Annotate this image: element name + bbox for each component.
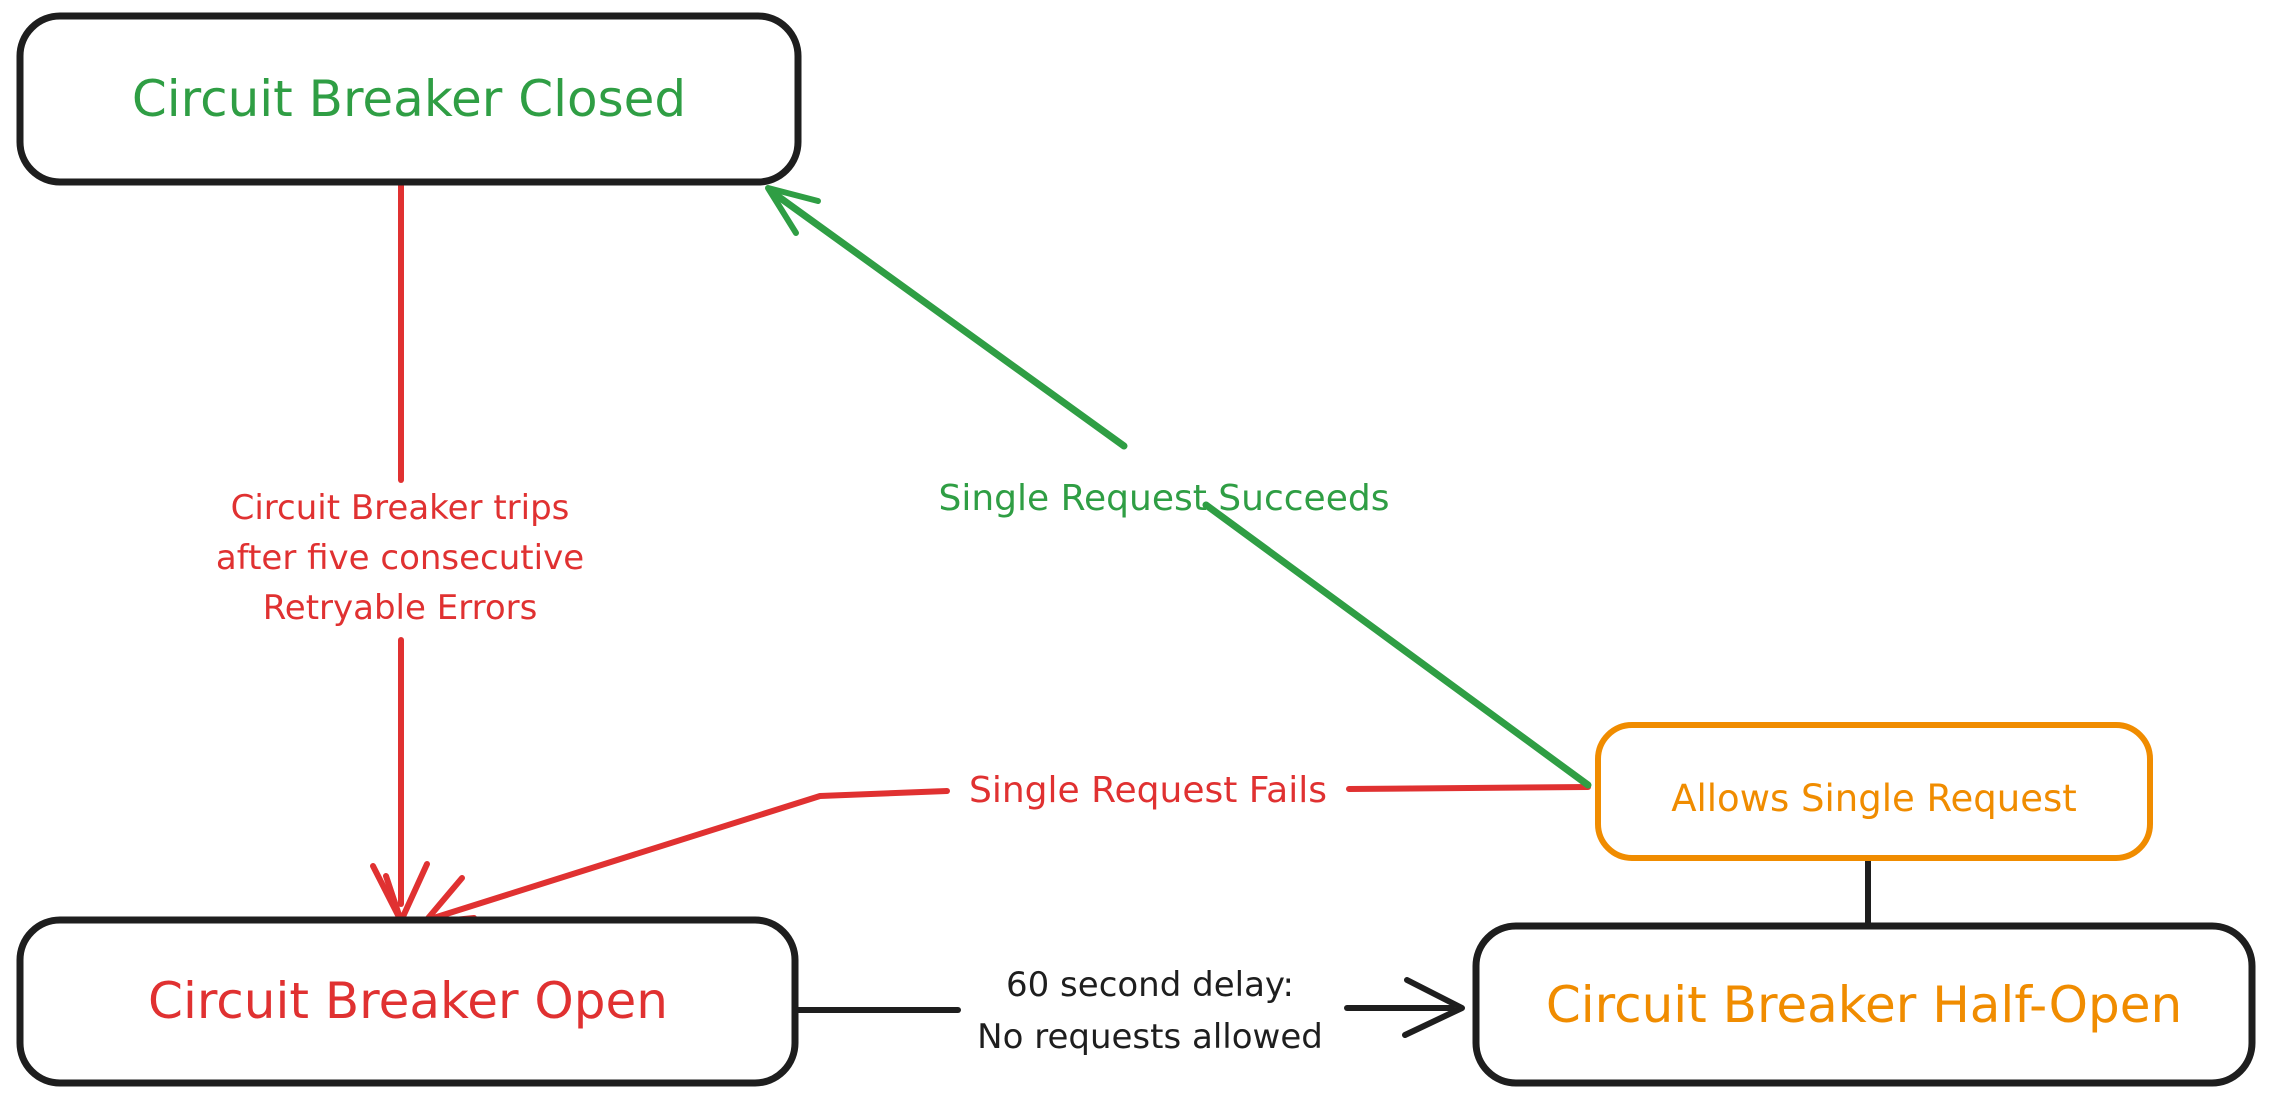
fail-label: Single Request Fails	[969, 770, 1327, 811]
delay-label-line-2: No requests allowed	[977, 1017, 1323, 1057]
succeed-label: Single Request Succeeds	[939, 478, 1390, 519]
fail-edge-line-right	[1346, 784, 1591, 792]
node-circuit-breaker-half-open: Circuit Breaker Half-Open	[1472, 922, 2256, 1087]
half-open-node-box	[1472, 922, 2256, 1087]
fail-edge-line-left	[421, 788, 950, 924]
delay-label-line-1: 60 second delay:	[1006, 965, 1294, 1005]
trip-label-line-3: Retryable Errors	[263, 588, 538, 628]
succeed-edge-line-upper	[768, 188, 1128, 450]
node-circuit-breaker-open: Circuit Breaker Open	[16, 916, 799, 1087]
open-node-box	[16, 916, 799, 1087]
trip-label-line-1: Circuit Breaker trips	[231, 488, 570, 528]
allows-node-label: Allows Single Request	[1671, 777, 2077, 820]
succeed-arrowhead	[765, 185, 821, 236]
edge-succeed-allows-to-closed: Single Request Succeeds	[765, 185, 1592, 789]
open-node-label: Circuit Breaker Open	[148, 972, 668, 1030]
trip-label-line-2: after five consecutive	[216, 538, 584, 578]
delay-arrowhead	[1402, 977, 1465, 1038]
half-open-node-label: Circuit Breaker Half-Open	[1546, 976, 2182, 1034]
node-allows-single-request: Allows Single Request	[1595, 722, 2153, 861]
edge-trip-closed-to-open: Circuit Breaker trips after five consecu…	[216, 181, 584, 924]
trip-arrowhead-feather	[383, 873, 403, 921]
succeed-edge-line-lower	[1202, 501, 1592, 789]
edge-delay-open-to-half-open: 60 second delay: No requests allowed	[794, 965, 1465, 1057]
edge-fail-allows-to-open: Single Request Fails	[421, 770, 1591, 926]
closed-node-box	[16, 12, 802, 186]
closed-node-label: Circuit Breaker Closed	[132, 70, 686, 128]
allows-node-box	[1595, 722, 2153, 861]
node-circuit-breaker-closed: Circuit Breaker Closed	[16, 12, 802, 186]
